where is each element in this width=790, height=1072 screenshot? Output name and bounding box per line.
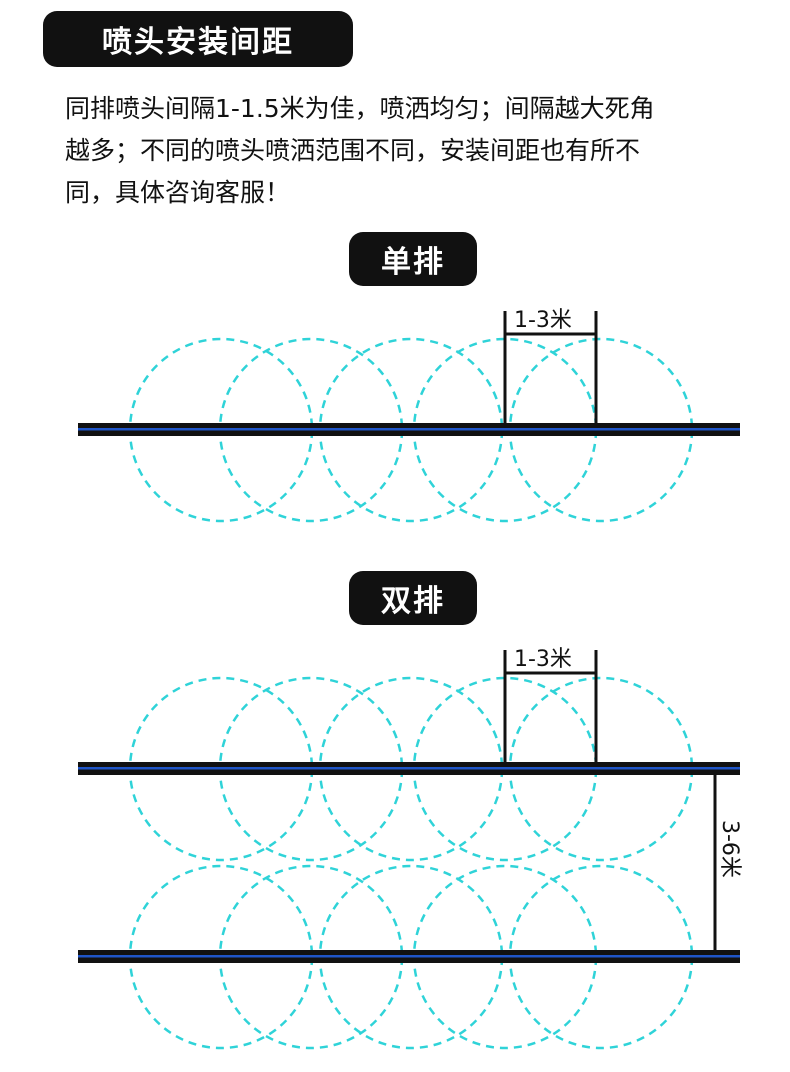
spacing-label-single: 1-3米: [514, 308, 572, 333]
double-row-diagram: 1-3米 3-6米: [78, 647, 742, 1050]
double-row-label: 双排: [349, 571, 477, 625]
spacing-label-double: 1-3米: [514, 647, 572, 672]
pipe-row-2b: [78, 950, 740, 963]
row-gap-label: 3-6米: [717, 820, 742, 878]
single-row-diagram: 1-3米: [78, 308, 740, 523]
single-row-label: 单排: [349, 232, 477, 286]
description-text: 同排喷头间隔1-1.5米为佳，喷洒均匀；间隔越大死角 越多；不同的喷头喷洒范围不…: [65, 94, 655, 207]
spacing-dimension-single: 1-3米: [503, 308, 598, 423]
pipe-row-1: [78, 423, 740, 436]
spacing-dimension-double: 1-3米: [503, 647, 598, 762]
page-title: 喷头安装间距: [43, 11, 353, 67]
pipe-row-2a: [78, 762, 740, 775]
row-gap-dimension: 3-6米: [713, 775, 742, 950]
